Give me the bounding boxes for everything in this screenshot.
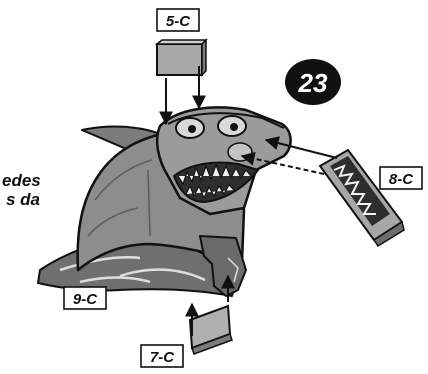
step-badge: 23 <box>285 59 341 105</box>
label-5c-text: 5-C <box>166 13 191 30</box>
label-9c-text: 9-C <box>73 291 98 308</box>
bottom-panel <box>190 306 232 354</box>
shark-model <box>38 107 291 296</box>
label-7c: 7-C <box>141 345 183 367</box>
side-text-line2: s da <box>6 190 40 209</box>
side-text-line1: edes <box>2 171 41 190</box>
label-7c-text: 7-C <box>150 349 175 366</box>
label-5c: 5-C <box>157 9 199 31</box>
label-8c-text: 8-C <box>389 171 414 188</box>
label-8c: 8-C <box>380 167 422 189</box>
fin-piece <box>320 150 404 246</box>
label-9c: 9-C <box>64 287 106 309</box>
step-number: 23 <box>298 68 328 98</box>
